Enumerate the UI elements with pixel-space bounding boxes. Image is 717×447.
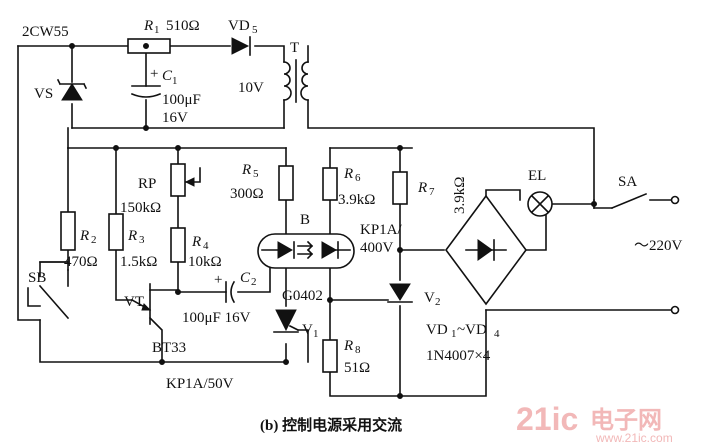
r4-value: 10kΩ [188,254,222,270]
vs-label: VS [34,86,53,102]
sa-label: SA [618,174,637,190]
r7-label-sub: 7 [429,186,435,198]
v1-thyristor [273,309,300,333]
el-label: EL [528,168,546,184]
c1-plus: + [150,66,158,82]
r8-value: 51Ω [344,360,370,376]
bridge-label-tilde: ~VD [457,322,487,338]
optocoupler-b [257,233,355,269]
r1-label: R [143,18,153,34]
wiring [17,45,673,397]
bridge-label-sub1: 1 [451,328,457,340]
r2-resistor [60,211,76,251]
r6-resistor [322,167,338,201]
v2-kp-label: KP1A/ [360,222,403,238]
r6-value: 3.9kΩ [338,192,375,208]
bridge-label: VD [426,322,448,338]
lamp-el [527,191,553,217]
transformer-coil [283,59,309,103]
v1-label-sub: 1 [313,328,319,340]
bridge-part-label: 1N4007×4 [426,348,491,364]
r1-value: 510Ω [166,18,200,34]
c1-capacitor [130,85,162,98]
bridge-rectifier [445,194,527,306]
vd5-label: VD [228,18,250,34]
vs-zener-diode [56,78,88,101]
rp-label: RP [138,176,156,192]
r6-label: R [343,166,353,182]
sa-switch [610,192,648,210]
v1-kp-label: KP1A/50V [166,376,234,392]
r5-value: 300Ω [230,186,264,202]
r5-label-sub: 5 [253,168,259,180]
r2-value: 470Ω [64,254,98,270]
r2-label-sub: 2 [91,234,97,246]
coupler-part-label: G0402 [282,288,323,304]
t-label: T [290,40,299,56]
c2-label-sub: 2 [251,276,257,288]
c2-plus: + [214,272,222,288]
r3-label-sub: 3 [139,234,145,246]
vs-part-label: 2CW55 [22,24,69,40]
sb-switch [27,284,70,320]
v2-label: V [424,290,435,306]
bridge-label-sub2: 4 [494,328,500,340]
junction-dots [69,43,597,399]
v2-label-sub: 2 [435,296,441,308]
vd5-diode [231,36,251,56]
vt-label: VT [124,294,144,310]
c2-capacitor [225,280,236,304]
sb-label: SB [28,270,46,286]
vt-unijunction [130,283,152,325]
r3-value-bottom: 1.5kΩ [120,254,157,270]
r8-label: R [343,338,353,354]
c1-label: C [162,68,173,84]
c1-value: 100μF [162,92,201,108]
watermark: 21ic 电子网 www.21ic.com [516,401,673,445]
r7-label: R [417,180,427,196]
r3-label: R [127,228,137,244]
v2-thyristor [387,283,413,303]
watermark-text-1: 21ic [516,401,578,437]
r3-value-top: 150kΩ [120,200,161,216]
c1-volt: 16V [162,110,188,126]
mains-terminal-bottom [670,305,680,315]
c2-value: 100μF 16V [182,310,251,326]
r8-label-sub: 8 [355,344,361,356]
r5-resistor [278,165,294,201]
optocoupler-label: B [300,212,310,228]
mains-label: ～220V [634,238,683,254]
r4-label: R [191,234,201,250]
v1-label: V [302,322,313,338]
r4-resistor [170,227,186,263]
r4-label-sub: 4 [203,240,209,252]
watermark-text-3: www.21ic.com [595,431,673,445]
component-labels: 2CW55 VS R 1 510Ω VD 5 T 10V + C 1 100μF… [22,18,683,434]
r7-value: 3.9kΩ [452,177,468,214]
r2-label: R [79,228,89,244]
rp-potentiometer [170,163,186,197]
r7-resistor [392,171,408,205]
r3-resistor [108,213,124,251]
r1-label-sub: 1 [154,24,160,36]
r5-label: R [241,162,251,178]
r6-label-sub: 6 [355,172,361,184]
watermark-text-2: 电子网 [590,406,662,434]
r8-resistor [322,339,338,373]
c2-label: C [240,270,251,286]
t-volt-label: 10V [238,80,264,96]
vt-part-label: BT33 [152,340,186,356]
figure-caption: (b) 控制电源采用交流 [260,416,402,434]
vd5-label-sub: 5 [252,24,258,36]
c1-label-sub: 1 [172,75,178,87]
rp-wiper-arrow [184,177,195,187]
v2-kp-volt: 400V [360,240,394,256]
mains-terminal-top [670,195,680,205]
